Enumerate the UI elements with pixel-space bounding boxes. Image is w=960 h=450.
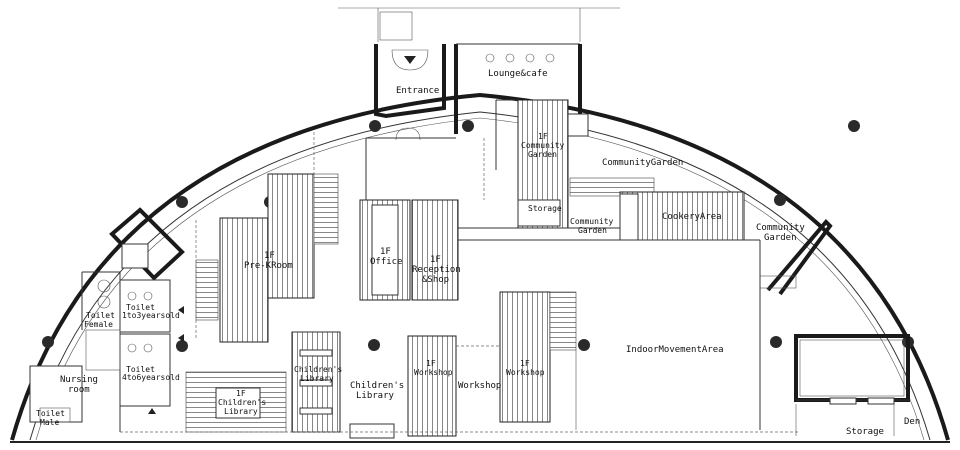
label-toilet-4to6-1: Toilet [126,365,155,374]
label-childrens-library-1f-1: 1F [236,389,246,398]
workshop-decks [407,291,577,437]
label-workshop: Workshop [458,381,501,391]
label-cookery-area: CookeryArea [662,212,722,222]
office-reception-decks [359,199,459,301]
label-community-garden-mid-2: Garden [578,226,607,235]
guide-lines [120,132,800,433]
label-toilet-male-1: Toilet [36,409,65,418]
label-reception-3: &Shop [422,275,449,285]
column-1 [369,120,381,132]
prek-deck [195,173,339,343]
label-prek-1: 1F [264,251,275,261]
column-7 [368,339,380,351]
label-nursing-1: Nursing [60,375,98,385]
garden-decking [456,177,745,241]
column-10 [42,336,54,348]
toilet-block [29,207,185,432]
label-community-garden-1f-3: Garden [528,150,557,159]
label-office-1: 1F [380,247,391,257]
label-reception-1: 1F [430,255,441,265]
dome-outline [10,92,950,443]
label-entrance: Entrance [396,86,439,96]
label-community-garden-right-2: Garden [764,233,797,243]
room-labels: Entrance Lounge&cafe 1F Community Garden… [36,69,920,437]
label-toilet-1to3-2: 1to3yearsold [122,311,180,320]
label-childrens-library-1: Children's [350,381,404,391]
label-community-garden-right-1: Community [756,223,805,233]
label-community-garden-1f-1: 1F [538,132,548,141]
label-toilet-female-1: Toilet [86,311,115,320]
entrance-block [338,7,620,134]
childrens-library-decks [185,331,395,439]
label-reception-2: Reception [412,265,461,275]
lower-entrance-doors [365,127,456,200]
label-community-garden-mid-1: Community [570,217,614,226]
label-community-garden-1f-2: Community [521,141,565,150]
label-nursing-2: room [68,385,90,395]
label-toilet-4to6-2: 4to6yearsold [122,373,180,382]
column-8 [578,339,590,351]
column-9 [770,336,782,348]
label-childrens-library-2: Library [356,391,395,401]
label-childrens-library-deck-1: Children's [294,365,342,374]
label-childrens-library-deck-2: Library [300,374,334,383]
label-prek-2: Pre-KRoom [244,261,293,271]
column-3 [176,196,188,208]
lounge-tables [485,53,555,63]
label-den: Den [904,417,920,427]
column-5 [774,194,786,206]
indoor-movement-outline [458,239,761,430]
column-6 [176,340,188,352]
label-childrens-library-1f-2: Children's [218,398,266,407]
column-12 [848,120,860,132]
label-workshop-1f-a-1: 1F [426,359,436,368]
label-lounge: Lounge&cafe [488,69,548,79]
label-workshop-1f-b-2: Workshop [506,368,545,377]
column-2 [462,120,474,132]
label-office-2: Office [370,257,403,267]
label-toilet-female-2: Female [84,320,113,329]
label-childrens-library-1f-3: Library [224,407,258,416]
label-storage-top: Storage [528,204,562,213]
label-community-garden-top: CommunityGarden [602,158,683,168]
label-workshop-1f-a-2: Workshop [414,368,453,377]
label-storage-bottom: Storage [846,427,884,437]
label-indoor-movement: IndoorMovementArea [626,345,724,355]
community-garden-deck [495,99,589,229]
label-workshop-1f-b-1: 1F [520,359,530,368]
label-toilet-male-2: Male [40,418,59,427]
label-toilet-1to3-1: Toilet [126,303,155,312]
storage-room [794,334,910,436]
